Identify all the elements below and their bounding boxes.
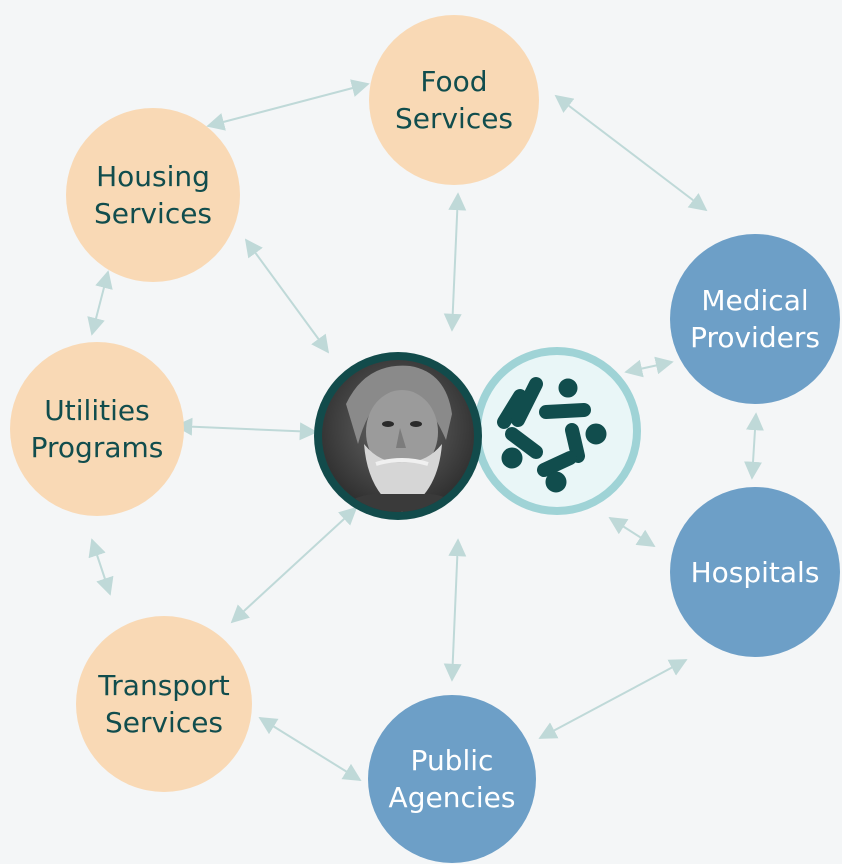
arrow-public-center [443, 538, 467, 682]
arrow-food-center [443, 192, 467, 332]
node-food-services: Food Services [369, 15, 539, 185]
arrow-utilities-transport [88, 538, 114, 596]
arrow-food-medical [554, 94, 708, 212]
arrow-housing-center [244, 238, 330, 354]
elderly-man-photo [314, 352, 482, 520]
arrow-hospitals-medical [744, 412, 764, 480]
arrow-medical-center [624, 356, 674, 378]
arrow-transport-center [230, 506, 358, 624]
arrow-hospitals-center [608, 517, 656, 547]
network-logo-icon [473, 347, 641, 515]
node-label: Medical Providers [690, 284, 820, 354]
node-label: Housing Services [93, 160, 213, 230]
node-public-agencies: Public Agencies [368, 695, 536, 863]
node-transport-services: Transport Services [76, 616, 252, 792]
arrow-transport-public [258, 717, 362, 781]
node-housing-services: Housing Services [66, 108, 240, 282]
node-hospitals: Hospitals [670, 487, 840, 657]
node-medical-providers: Medical Providers [670, 234, 840, 404]
node-label: Hospitals [690, 555, 820, 589]
node-utilities-programs: Utilities Programs [10, 342, 184, 516]
arrow-housing-utilities [87, 270, 113, 336]
arrow-public-hospitals [538, 659, 688, 739]
node-label: Food Services [394, 65, 514, 135]
node-label: Transport Services [98, 669, 230, 739]
arrow-utilities-center [174, 417, 318, 441]
node-label: Public Agencies [388, 744, 516, 814]
arrow-food-housing [206, 79, 370, 131]
node-label: Utilities Programs [30, 394, 164, 464]
